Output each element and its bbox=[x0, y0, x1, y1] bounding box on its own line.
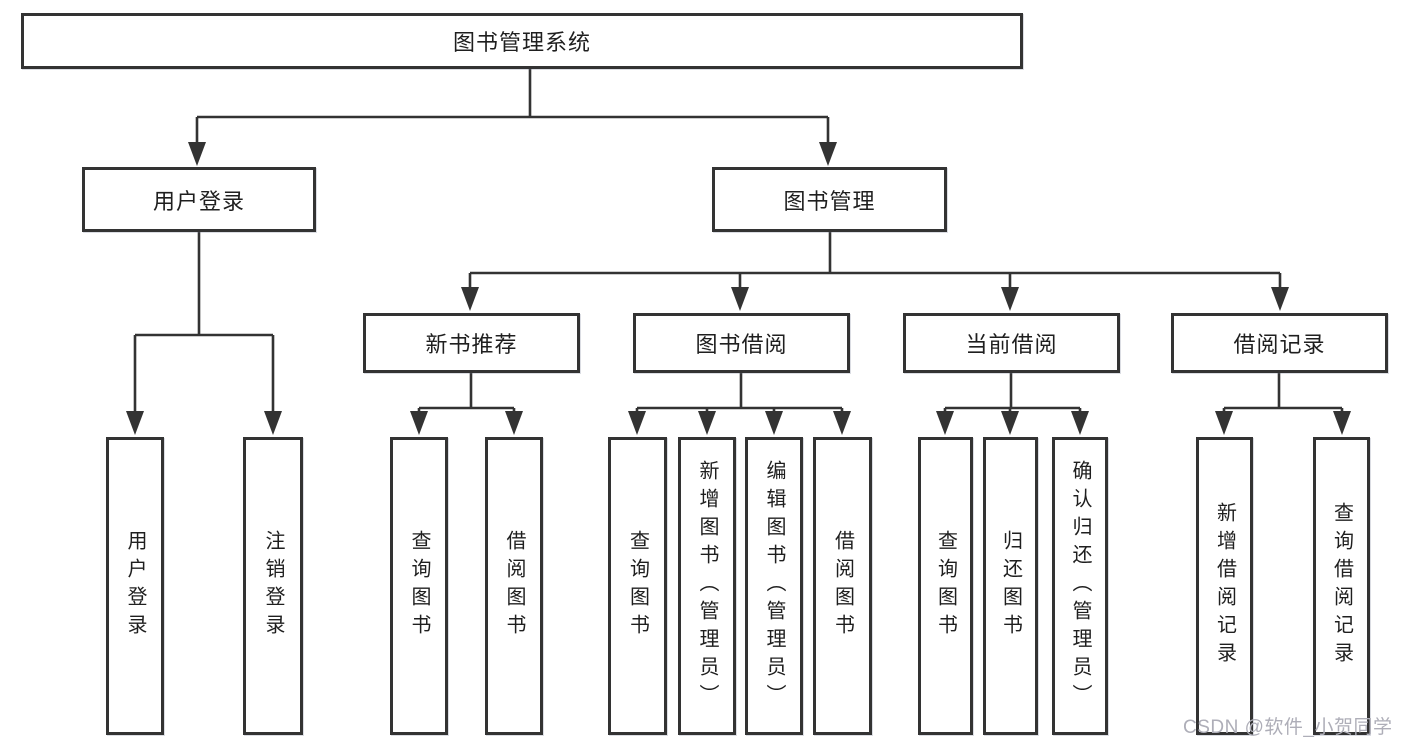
node-library-management-system: 图书管理系统 bbox=[21, 13, 1023, 69]
node-book-management: 图书管理 bbox=[712, 167, 947, 232]
leaf-label: 查询图书 bbox=[626, 530, 649, 642]
leaf-label: 用户登录 bbox=[124, 530, 146, 642]
node-user-login: 用户登录 bbox=[82, 167, 316, 232]
node-label: 图书管理 bbox=[783, 188, 876, 214]
leaf-label: 借阅图书 bbox=[503, 530, 525, 642]
leaf-logout: 注销登录 bbox=[243, 437, 303, 735]
leaf-add-borrow-record: 新增借阅记录 bbox=[1196, 437, 1253, 735]
node-new-book-recommendation: 新书推荐 bbox=[363, 313, 580, 373]
node-label: 图书管理系统 bbox=[452, 30, 591, 55]
node-label: 用户登录 bbox=[152, 188, 245, 214]
leaf-return-books: 归还图书 bbox=[983, 437, 1038, 735]
leaf-query-books-borrowing: 查询图书 bbox=[608, 437, 667, 735]
leaf-label: 借阅图书 bbox=[831, 530, 854, 642]
node-label: 当前借阅 bbox=[965, 332, 1058, 357]
leaf-add-books-admin: 新增图书（管理员） bbox=[678, 437, 736, 735]
leaf-borrow-books-recommend: 借阅图书 bbox=[485, 437, 543, 735]
leaf-label: 查询图书 bbox=[408, 530, 430, 642]
leaf-label: 查询借阅记录 bbox=[1330, 502, 1353, 670]
node-label: 借阅记录 bbox=[1233, 332, 1326, 357]
leaf-query-books-recommend: 查询图书 bbox=[390, 437, 448, 735]
leaf-label: 确认归还（管理员） bbox=[1069, 460, 1091, 712]
leaf-edit-books-admin: 编辑图书（管理员） bbox=[745, 437, 803, 735]
leaf-query-borrow-record: 查询借阅记录 bbox=[1313, 437, 1370, 735]
node-label: 图书借阅 bbox=[695, 332, 788, 357]
node-borrowing-records: 借阅记录 bbox=[1171, 313, 1388, 373]
leaf-query-books-current: 查询图书 bbox=[918, 437, 973, 735]
leaf-label: 归还图书 bbox=[999, 530, 1022, 642]
leaf-borrow-books: 借阅图书 bbox=[813, 437, 872, 735]
leaf-label: 新增借阅记录 bbox=[1213, 502, 1236, 670]
node-label: 新书推荐 bbox=[425, 332, 518, 357]
leaf-label: 编辑图书（管理员） bbox=[763, 460, 785, 712]
csdn-watermark: CSDN @软件_小贺同学 bbox=[1183, 717, 1393, 738]
node-current-borrowing: 当前借阅 bbox=[903, 313, 1120, 373]
node-book-borrowing: 图书借阅 bbox=[633, 313, 850, 373]
leaf-user-login: 用户登录 bbox=[106, 437, 164, 735]
leaf-label: 查询图书 bbox=[934, 530, 957, 642]
leaf-label: 注销登录 bbox=[262, 530, 284, 642]
leaf-confirm-return-admin: 确认归还（管理员） bbox=[1052, 437, 1108, 735]
leaf-label: 新增图书（管理员） bbox=[696, 460, 718, 712]
arrowheads bbox=[126, 142, 1351, 435]
